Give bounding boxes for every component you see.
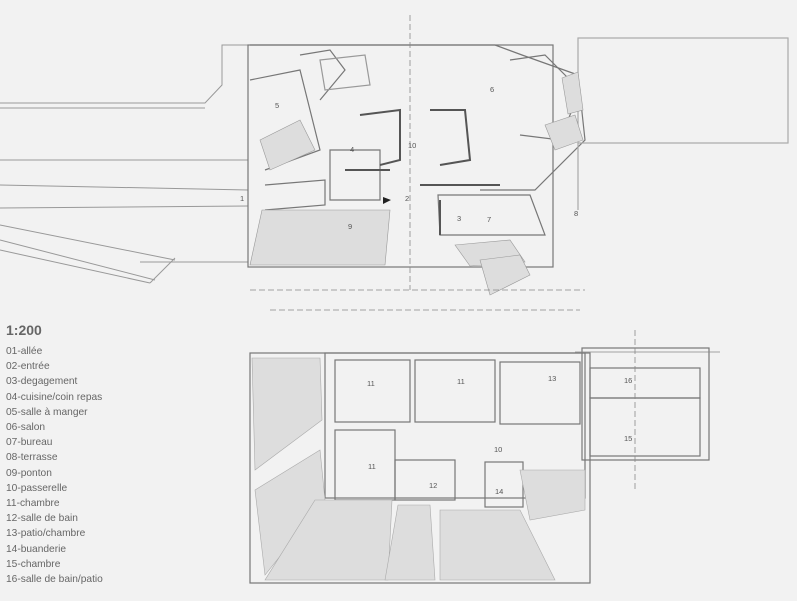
room-number: 13 [548, 374, 556, 383]
legend-item: 09-ponton [6, 467, 52, 479]
scale-label: 1:200 [6, 322, 42, 338]
legend-item: 13-patio/chambre [6, 528, 86, 540]
legend-item: 02-entrée [6, 361, 50, 373]
legend-item: 01-allée [6, 346, 43, 357]
room-number: 6 [490, 85, 494, 94]
legend-item: 10-passerelle [6, 482, 68, 494]
plan-legend: 1:200 01-allée 02-entrée 03-degagement 0… [6, 322, 246, 587]
room-number: 2 [405, 194, 409, 203]
interior-walls-upper [345, 108, 500, 235]
room-number: 12 [429, 481, 437, 490]
room-number: 10 [408, 141, 416, 150]
axis-lines-upper [250, 15, 585, 311]
room-number: 3 [457, 214, 461, 223]
legend-item: 12-salle de bain [6, 513, 78, 525]
legend-item: 04-cuisine/coin repas [6, 391, 103, 403]
room-number: 11 [457, 377, 465, 386]
room-numbers: 1 2 3 4 5 6 7 8 9 10 10 11 11 11 12 13 1… [240, 85, 632, 496]
legend-item: 05-salle à manger [6, 406, 88, 418]
room-number: 9 [348, 222, 352, 231]
room-number: 11 [368, 462, 376, 471]
legend-list: 01-allée 02-entrée 03-degagement 04-cuis… [6, 344, 246, 587]
legend-item: 03-degagement [6, 376, 78, 388]
legend-item: 07-bureau [6, 437, 53, 449]
legend-item: 15-chambre [6, 558, 61, 570]
room-number: 16 [624, 376, 632, 385]
upper-floor-plan [249, 347, 710, 584]
site-lines [0, 44, 249, 284]
axis-lines-lower [575, 330, 720, 490]
legend-item: 14-buanderie [6, 543, 67, 555]
legend-item: 06-salon [6, 422, 46, 434]
legend-item: 16-salle de bain/patio [6, 574, 103, 586]
room-number: 11 [367, 379, 375, 388]
shading-lower [251, 357, 586, 581]
room-number: 10 [494, 445, 502, 454]
room-number: 7 [487, 215, 491, 224]
room-number: 15 [624, 434, 632, 443]
room-number: 5 [275, 101, 279, 110]
room-number: 14 [495, 487, 503, 496]
legend-item: 11-chambre [6, 498, 60, 510]
shading-upper [249, 71, 584, 296]
entry-arrow-icon [383, 197, 391, 204]
legend-item: 08-terrasse [6, 452, 58, 464]
room-number: 8 [574, 209, 578, 218]
room-number: 4 [350, 145, 354, 154]
room-number: 1 [240, 194, 244, 203]
